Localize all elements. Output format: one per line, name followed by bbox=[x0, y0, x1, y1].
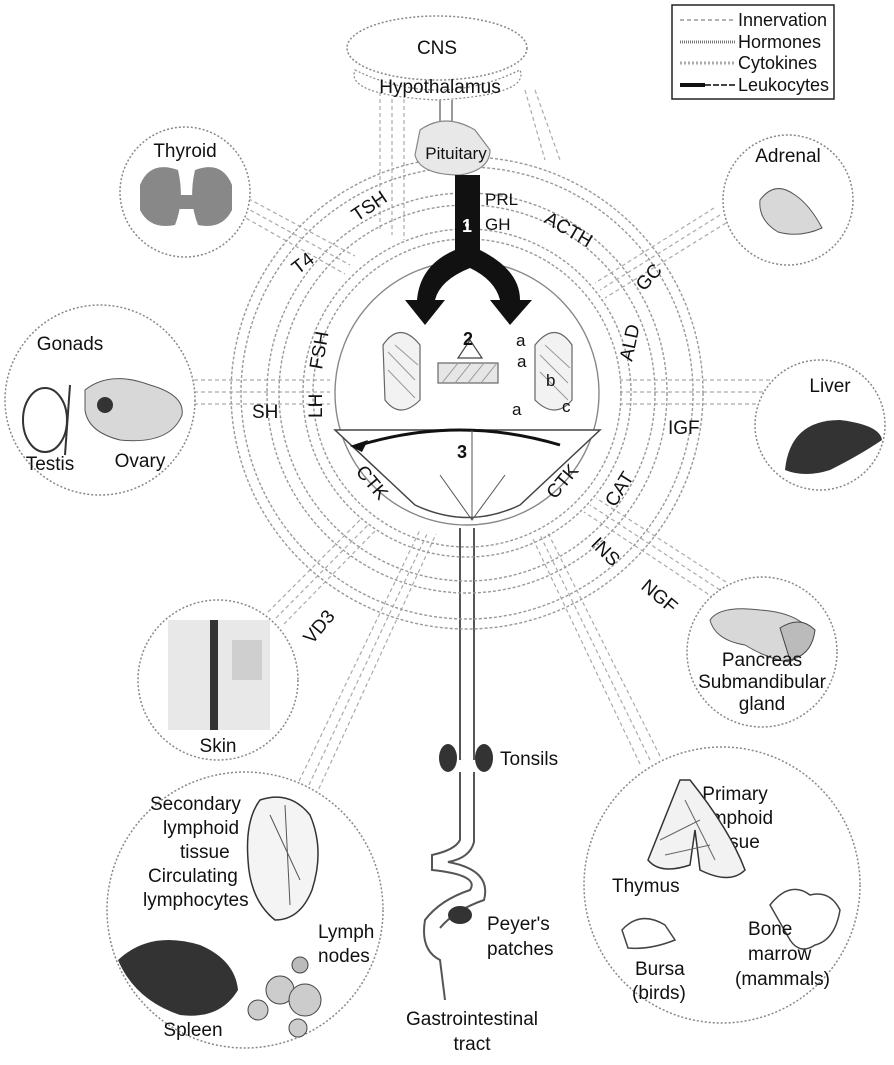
hypothalamus-label: Hypothalamus bbox=[379, 77, 500, 98]
hormone-vd3: VD3 bbox=[300, 606, 340, 648]
cns-block: CNS Hypothalamus Pituitary bbox=[347, 16, 527, 175]
legend-label: Hormones bbox=[738, 32, 821, 52]
lymph-label-2: nodes bbox=[318, 946, 370, 967]
bone-label-3: (mammals) bbox=[735, 969, 830, 990]
hormone-acth: ACTH bbox=[541, 208, 596, 252]
peyers-label-1: Peyer's bbox=[487, 914, 550, 935]
marker-3: 3 bbox=[457, 442, 467, 462]
sub-b: b bbox=[546, 371, 555, 390]
hormone-ald: ALD bbox=[616, 323, 644, 364]
bone-label-2: marrow bbox=[748, 944, 812, 965]
gi-label-2: tract bbox=[454, 1034, 492, 1055]
pancreas-node: Pancreas Submandibular gland bbox=[687, 577, 837, 727]
gonads-node: Gonads Testis Ovary bbox=[5, 305, 195, 495]
cns-label: CNS bbox=[417, 38, 457, 59]
thyroid-node: Thyroid bbox=[120, 127, 250, 257]
prl-label: PRL bbox=[485, 190, 518, 209]
bursa-label-2: (birds) bbox=[632, 983, 686, 1004]
bursa-label-1: Bursa bbox=[635, 959, 685, 980]
peyers-label-2: patches bbox=[487, 939, 554, 960]
sub-a2: a bbox=[517, 352, 527, 371]
circ-label-1: Circulating bbox=[148, 866, 238, 887]
thymus-label: Thymus bbox=[612, 876, 680, 897]
adrenal-node: Adrenal bbox=[723, 135, 853, 265]
hormone-tsh: TSH bbox=[348, 187, 391, 226]
secondary-label-2: lymphoid bbox=[163, 818, 239, 839]
sub-c: c bbox=[562, 397, 571, 416]
circ-label-2: lymphocytes bbox=[143, 890, 249, 911]
bone-label-1: Bone bbox=[748, 919, 792, 940]
sub-a3: a bbox=[512, 400, 522, 419]
legend-label: Cytokines bbox=[738, 53, 817, 73]
sub-a1: a bbox=[516, 331, 526, 350]
legend-label: Innervation bbox=[738, 10, 827, 30]
tonsils-label: Tonsils bbox=[500, 749, 558, 770]
gh-label: GH bbox=[485, 215, 511, 234]
pancreas-label: Pancreas bbox=[722, 650, 802, 671]
hormone-sh: SH bbox=[252, 402, 278, 423]
gland-label: gland bbox=[739, 694, 786, 715]
marker-2: 2 bbox=[463, 329, 473, 349]
gi-label-1: Gastrointestinal bbox=[406, 1009, 538, 1030]
skin-label: Skin bbox=[200, 736, 237, 757]
secondary-label-1: Secondary bbox=[150, 794, 241, 815]
pituitary-label: Pituitary bbox=[425, 144, 487, 163]
hormone-lh: LH bbox=[306, 394, 327, 418]
hormone-igf: IGF bbox=[668, 418, 700, 439]
testis-label: Testis bbox=[26, 454, 75, 475]
hormone-ins: INS bbox=[586, 534, 623, 571]
hormone-ngf: NGF bbox=[637, 576, 681, 618]
liver-node: Liver bbox=[755, 360, 885, 490]
spleen-label: Spleen bbox=[163, 1020, 222, 1041]
legend-label: Leukocytes bbox=[738, 75, 829, 95]
hormone-fsh: FSH bbox=[306, 330, 333, 371]
ovary-label: Ovary bbox=[115, 451, 166, 472]
primary-label-1: Primary bbox=[702, 784, 768, 805]
primary-lymphoid-node: Primary lymphoid tissue Thymus Bone marr… bbox=[584, 747, 860, 1023]
marker-1: 1 bbox=[462, 216, 472, 236]
hormone-gc: GC bbox=[632, 260, 667, 295]
submandibular-label: Submandibular bbox=[698, 672, 826, 693]
thyroid-label: Thyroid bbox=[153, 141, 216, 162]
skin-node: Skin bbox=[138, 600, 298, 760]
gonads-label: Gonads bbox=[37, 334, 104, 355]
hormone-t4: T4 bbox=[288, 248, 319, 278]
lymph-label-1: Lymph bbox=[318, 922, 374, 943]
secondary-lymphoid-node: Secondary lymphoid tissue Circulating ly… bbox=[107, 772, 383, 1048]
adrenal-label: Adrenal bbox=[755, 146, 821, 167]
secondary-label-3: tissue bbox=[180, 842, 230, 863]
liver-label: Liver bbox=[809, 376, 851, 397]
gi-node: Tonsils Peyer's patches Gastrointestinal… bbox=[406, 744, 558, 1055]
legend: Innervation Hormones Cytokines Leukocyte… bbox=[672, 5, 834, 99]
